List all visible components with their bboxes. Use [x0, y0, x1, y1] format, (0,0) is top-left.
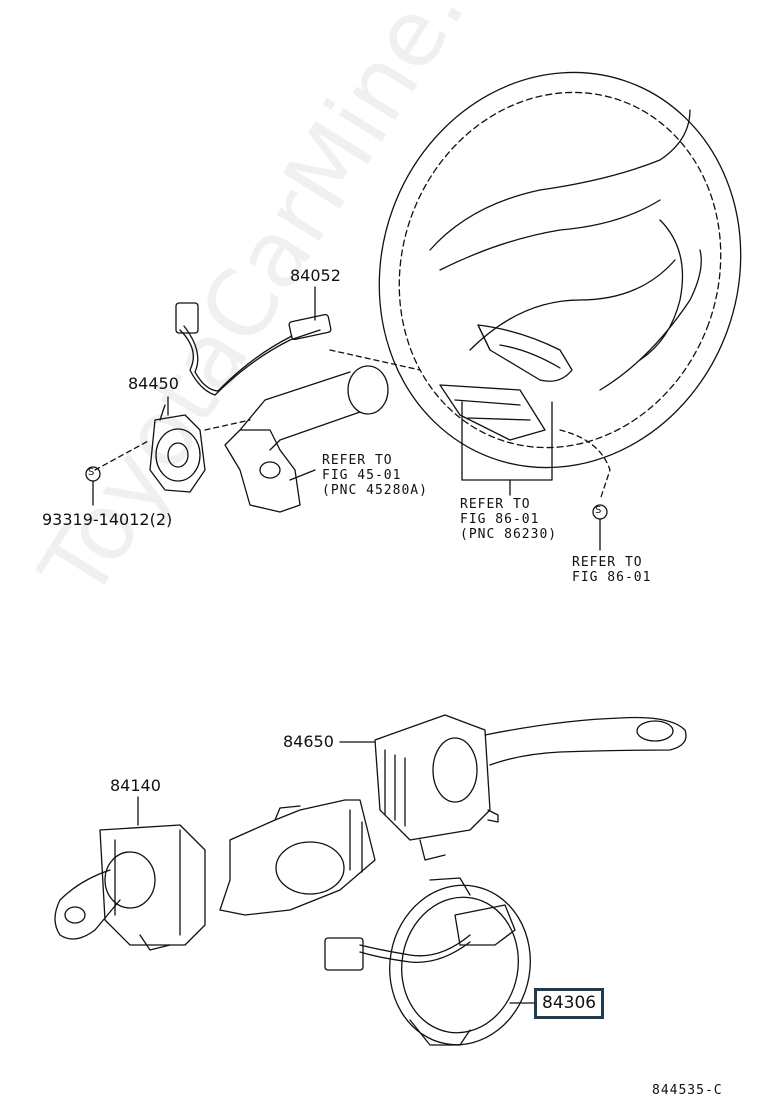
bolt-symbol-left: S	[88, 467, 95, 478]
part-label-93319-14012[interactable]: 93319-14012(2)	[42, 510, 173, 529]
wire-harness	[175, 286, 332, 396]
wiper-switch-84650	[374, 714, 687, 861]
part-label-84306-selected[interactable]: 84306	[534, 988, 605, 1019]
ref-bracket	[461, 401, 553, 481]
leader-lines-dashed	[94, 349, 611, 501]
ref-line: (PNC 45280A)	[322, 482, 428, 498]
ref-fig-45-01[interactable]: REFER TO FIG 45-01 (PNC 45280A)	[322, 453, 428, 499]
steering-wheel	[378, 71, 742, 469]
ref-line: REFER TO	[572, 555, 643, 570]
ref-line: REFER TO	[322, 453, 393, 468]
bolt-symbol-right: S	[595, 505, 602, 516]
figure-code: 844535-C	[652, 1083, 723, 1098]
ref-fig-86-01-pnc[interactable]: REFER TO FIG 86-01 (PNC 86230)	[460, 497, 558, 543]
ref-line: FIG 86-01	[460, 511, 540, 527]
ref-line: REFER TO	[460, 497, 531, 512]
spiral-cable-84306	[324, 877, 531, 1046]
ref-fig-86-01[interactable]: REFER TO FIG 86-01	[572, 555, 652, 586]
ref-line: FIG 86-01	[572, 569, 652, 585]
ref-line: (PNC 86230)	[460, 526, 558, 542]
column-lock-assembly	[224, 365, 389, 513]
part-label-84140[interactable]: 84140	[110, 776, 161, 795]
ref-line: FIG 45-01	[322, 467, 402, 483]
turn-signal-switch-84140	[54, 824, 206, 951]
part-label-84052[interactable]: 84052	[290, 266, 341, 285]
horn-switch	[439, 324, 573, 441]
bolt-symbols	[85, 466, 608, 551]
part-label-84650[interactable]: 84650	[283, 732, 334, 751]
key-cylinder-84450	[149, 404, 206, 493]
part-label-84450[interactable]: 84450	[128, 374, 179, 393]
switch-bracket-plate	[219, 799, 376, 916]
